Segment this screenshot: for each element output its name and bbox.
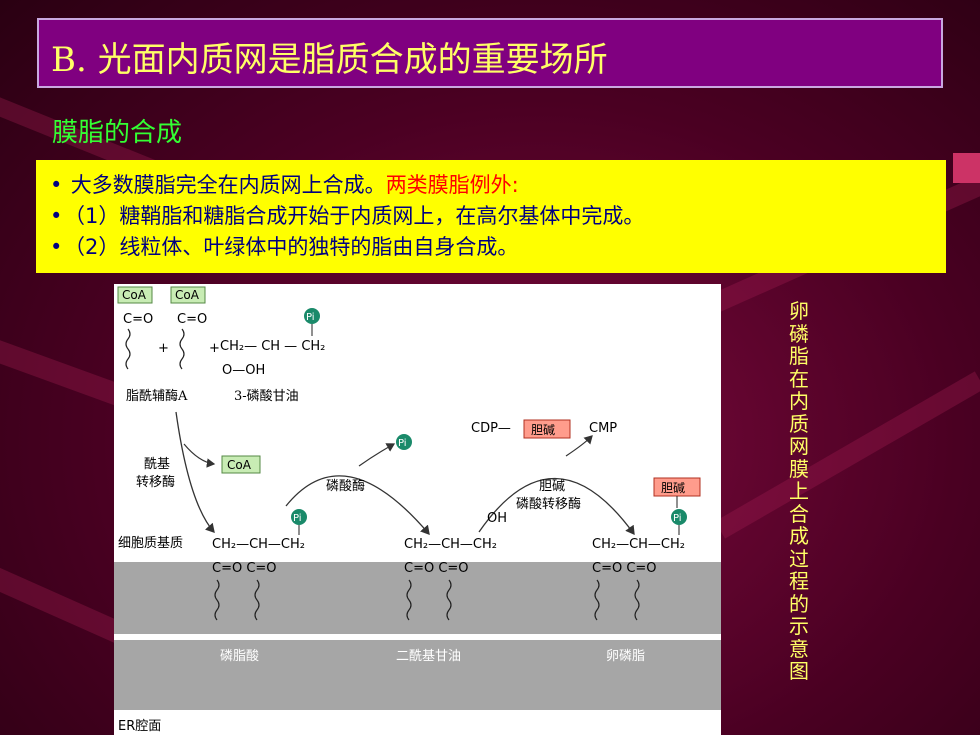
coa-box-1 <box>117 286 153 304</box>
glycerol3p-label: 3-磷酸甘油 <box>234 389 299 404</box>
section-subtitle: 膜脂的合成 <box>52 118 183 148</box>
bullet-line-2: •（1）糖鞘脂和糖脂合成开始于内质网上，在高尔基体中完成。 <box>50 201 932 232</box>
hydroxyl-label: O—OH <box>222 363 265 378</box>
fatty-chain <box>214 579 220 621</box>
fatty-chain-2 <box>179 328 185 370</box>
bullet-text: 大多数膜脂完全在内质网上合成。 <box>70 173 386 197</box>
membrane-gap <box>114 634 721 640</box>
coa-label-1: CoA <box>122 288 147 302</box>
choline-transferase-label-2: 磷酸转移酶 <box>516 496 581 512</box>
phosphatase-label: 磷酸酶 <box>326 478 365 494</box>
plus-sign-1: + <box>158 341 169 356</box>
cmp-release-arrow <box>565 435 593 457</box>
diacylglycerol-label: 二酰基甘油 <box>396 649 461 664</box>
carbonyl-2: C=O <box>177 312 207 327</box>
bullet-highlight: 两类膜脂例外: <box>385 173 519 197</box>
ester-pc: C=O C=O <box>592 561 657 576</box>
bullet-text: （1）糖鞘脂和糖脂合成开始于内质网上，在高尔基体中完成。 <box>64 204 645 228</box>
acyltransferase-label-2: 转移酶 <box>136 474 175 490</box>
fatty-chain <box>446 579 452 621</box>
lecithin-synthesis-diagram: CoA CoA C=O C=O + + Pi CH₂— CH — CH₂ O—O… <box>114 284 721 735</box>
cytosol-label: 细胞质基质 <box>118 536 183 551</box>
coa-label-3: CoA <box>227 458 252 472</box>
bullet-text: （2）线粒体、叶绿体中的独特的脂由自身合成。 <box>64 235 519 259</box>
pi-release-arrow <box>358 443 396 467</box>
coa-label-2: CoA <box>175 288 200 302</box>
acyltransferase-label-1: 酰基 <box>144 457 170 472</box>
bullet-dot-icon: • <box>50 235 63 259</box>
coa-box-2 <box>170 286 206 304</box>
pi-released-icon <box>396 434 412 450</box>
lecithin-label: 卵磷脂 <box>606 649 645 664</box>
fatty-chain <box>594 579 600 621</box>
pi-label-pa: Pi <box>293 513 302 524</box>
choline-label-2: 胆碱 <box>661 481 685 495</box>
choline-box-1 <box>523 419 571 439</box>
carbonyl-1: C=O <box>123 312 153 327</box>
er-membrane-lower <box>114 640 721 710</box>
hydroxyl-dag: OH <box>487 511 507 526</box>
ester-pa: C=O C=O <box>212 561 277 576</box>
er-lumen-label: ER腔面 <box>118 719 161 734</box>
bullet-line-1: • 大多数膜脂完全在内质网上合成。两类膜脂例外: <box>50 170 932 201</box>
choline-transferase-label-1: 胆碱 <box>539 479 565 494</box>
side-caption: 卵磷脂在内质网膜上合成过程的示意图 <box>789 299 809 683</box>
backbone-dag: CH₂—CH—CH₂ <box>404 537 497 552</box>
bullet-dot-icon: • <box>50 204 63 228</box>
title-banner: B. 光面内质网是脂质合成的重要场所 <box>37 18 943 88</box>
background-stripe <box>715 371 980 539</box>
phosphatidic-acid-label: 磷脂酸 <box>220 649 259 664</box>
slide-title: B. 光面内质网是脂质合成的重要场所 <box>51 40 608 80</box>
coa-release-arrow <box>183 443 216 468</box>
glycerol-backbone: CH₂— CH — CH₂ <box>220 339 325 354</box>
fatty-chain <box>254 579 260 621</box>
background-stripe <box>0 560 131 647</box>
choline-label-1: 胆碱 <box>531 423 555 437</box>
cdp-label: CDP— <box>471 421 511 436</box>
pi-icon-pa <box>291 509 307 525</box>
pi-icon-pc <box>671 509 687 525</box>
choline-transferase-arrow <box>478 477 635 536</box>
fatty-chain <box>634 579 640 621</box>
backbone-pa: CH₂—CH—CH₂ <box>212 537 305 552</box>
ester-dag: C=O C=O <box>404 561 469 576</box>
cmp-label: CMP <box>589 421 617 436</box>
plus-sign-2: + <box>209 341 220 356</box>
side-decoration <box>953 153 980 183</box>
pi-label: Pi <box>306 312 315 323</box>
bullet-line-3: •（2）线粒体、叶绿体中的独特的脂由自身合成。 <box>50 232 932 263</box>
bullet-dot-icon: • <box>50 173 63 197</box>
coa-box-3 <box>221 455 261 474</box>
acyltransferase-arrow <box>175 411 215 533</box>
pi-label-pc: Pi <box>673 513 682 524</box>
pi-released-label: Pi <box>398 438 407 449</box>
fatty-chain-1 <box>125 328 131 370</box>
phosphatase-arrow <box>285 475 430 535</box>
bullet-box: • 大多数膜脂完全在内质网上合成。两类膜脂例外: •（1）糖鞘脂和糖脂合成开始于… <box>36 160 946 273</box>
fatty-chain <box>406 579 412 621</box>
backbone-pc: CH₂—CH—CH₂ <box>592 537 685 552</box>
pi-icon <box>304 308 320 324</box>
acyl-coa-label: 脂酰辅酶A <box>126 388 188 404</box>
